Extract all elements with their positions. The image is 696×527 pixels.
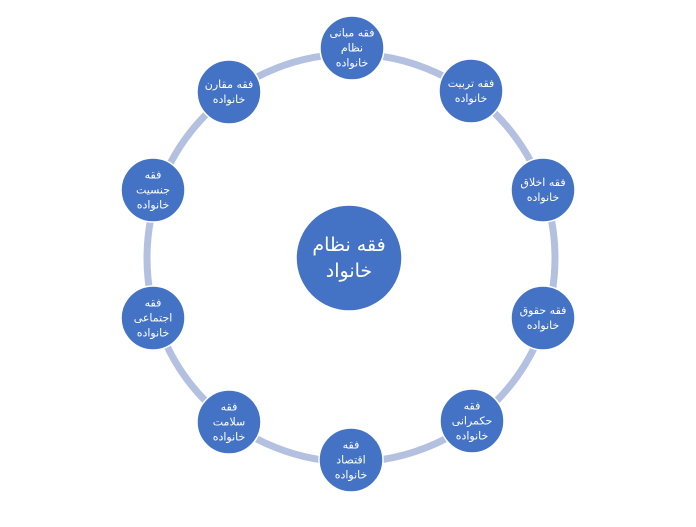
cycle-node-4 (510, 285, 576, 351)
nodes-layer (120, 15, 576, 493)
cycle-node-5 (439, 388, 505, 454)
cycle-node-9 (120, 157, 186, 223)
cycle-node-label-6: فقه اقتصاد خانواده (334, 438, 368, 482)
cycle-node-label-7: فقه سلامت خانواده (212, 400, 246, 444)
cycle-node-1 (319, 15, 385, 81)
cycle-node-label-2: فقه تربیت خانواده (447, 77, 495, 105)
cycle-node-3 (510, 157, 576, 223)
center-node-label: فقه نظام خانواد (312, 234, 386, 282)
cycle-node-10 (196, 59, 262, 125)
cycle-node-label-5: فقه حکمرانی خانواده (451, 399, 493, 443)
cycle-node-label-3: فقه اخلاق خانواده (520, 176, 566, 204)
cycle-node-2 (438, 58, 504, 124)
cycle-node-label-10: فقه مقارن خانواده (204, 78, 254, 106)
cycle-node-label-4: فقه حقوق خانواده (519, 304, 567, 332)
cycle-node-7 (196, 389, 262, 455)
center-node (295, 204, 403, 312)
cycle-node-8 (120, 285, 186, 351)
cycle-node-label-9: فقه جنسیت خانواده (135, 168, 171, 212)
cycle-node-label-1: فقه مبانی نظام خانواده (329, 26, 375, 70)
cycle-node-label-8: فقه اجتماعی خانواده (133, 296, 173, 340)
cycle-node-6 (318, 427, 384, 493)
